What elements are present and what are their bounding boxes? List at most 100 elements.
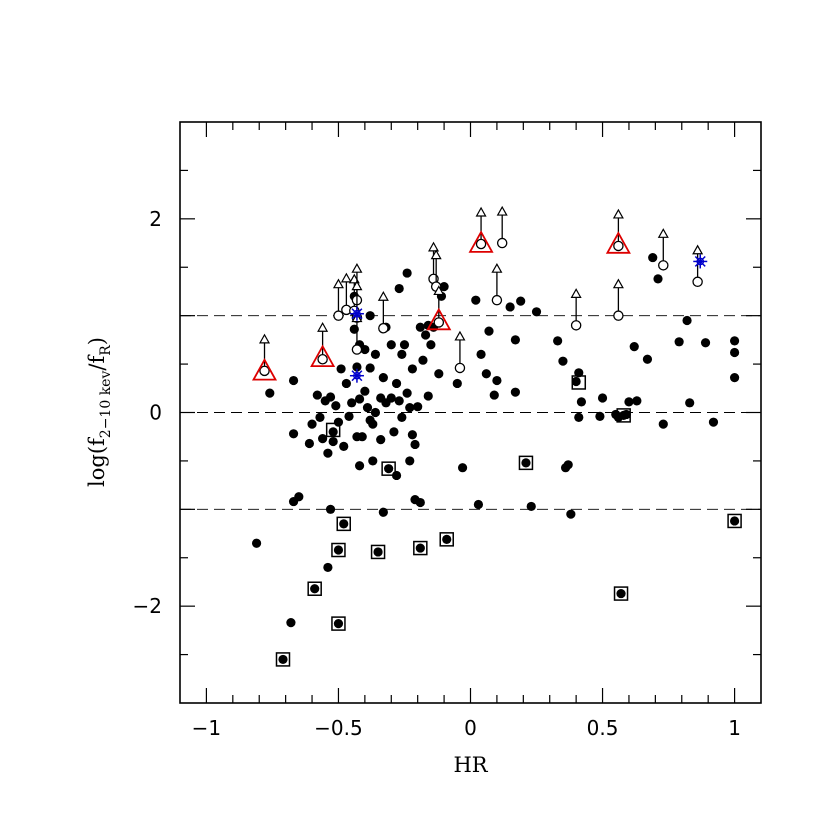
data-point [632,396,642,406]
data-point [407,430,417,440]
red-triangle-marker [251,358,278,381]
data-point [333,417,344,427]
limit-circle [613,310,624,321]
data-point [354,394,365,404]
square-marker [518,455,534,471]
data-point [325,504,336,514]
limit-arrow-head [351,280,363,291]
data-point [365,311,375,321]
x-tick-label: 1 [728,716,741,740]
data-point [344,411,354,421]
data-point [294,492,304,502]
data-point [391,470,402,481]
data-point [328,427,338,437]
data-point [574,368,584,378]
data-point [352,362,362,372]
star-ray [694,255,706,267]
limit-arrow-head [692,244,704,255]
data-markers [251,205,742,667]
limit-circle [491,294,503,306]
limit-arrow-head [377,291,389,301]
data-point [315,412,325,422]
square-marker [275,652,291,667]
limit-arrow-head [430,249,442,260]
data-point [362,403,373,413]
data-point [370,349,381,359]
data-point [413,402,423,412]
data-point [700,338,711,348]
data-point [368,456,378,466]
star-ray [351,308,363,320]
data-point [574,412,584,422]
data-point [708,417,719,427]
limit-arrow-head [570,288,582,298]
data-point [399,340,410,350]
data-point [423,391,433,401]
data-point [729,373,740,383]
data-point [642,354,653,364]
limit-arrow-head [612,278,624,289]
data-point [397,349,407,359]
data-point [365,363,375,373]
data-point [386,340,396,350]
lower-limit-marker [332,278,344,321]
red-triangle-marker [605,231,631,254]
data-point [489,390,499,400]
data-point [386,393,396,403]
data-point [339,441,349,451]
lower-limit-marker [433,285,445,328]
data-point [516,296,526,306]
limit-arrow-head [258,333,271,344]
data-point [658,419,668,429]
limit-circle [351,344,363,355]
x-tick-label: −1 [192,716,221,740]
blue-star-marker [693,254,708,269]
data-point [347,398,357,408]
data-point [378,373,388,383]
data-point [526,501,536,512]
lower-limit-marker [340,272,352,316]
lower-limit-marker [258,333,271,377]
data-point [595,411,605,421]
data-point [510,335,520,345]
data-point [378,507,388,517]
data-point [510,387,520,397]
data-point [418,355,428,365]
limit-arrow-head [433,285,445,296]
data-point [621,409,631,420]
limit-circle [317,353,328,365]
data-point [576,397,587,407]
y-axis-title: log(f2−10 kev/fR) [85,337,114,487]
data-point [457,463,468,473]
reference-lines [180,315,761,510]
limit-arrow-head [332,278,344,289]
square-marker [325,422,341,438]
data-point [265,388,275,398]
square-marker [370,544,386,560]
x-tick-label: 0 [464,716,477,740]
data-point [729,347,740,358]
limit-circle [658,260,669,271]
data-point [553,336,563,346]
data-point [354,461,365,471]
lower-limit-marker [475,206,487,250]
data-point [481,369,491,379]
limit-circle [496,237,508,249]
star-ray [351,370,363,382]
limit-circle [333,310,344,321]
data-point [310,584,320,594]
square-marker [336,516,351,532]
lower-limit-marker [377,291,389,334]
y-tick-label: −2 [133,594,162,618]
limit-arrow-head [612,208,624,219]
data-point [648,252,658,263]
data-point [312,390,322,400]
lower-limit-marker [491,262,503,306]
lower-limit-marker [454,330,466,374]
data-point [531,307,542,317]
y-tick-label: 2 [149,207,162,231]
square-marker [613,586,629,601]
axis-ticks [180,122,761,703]
limit-circle [378,323,389,334]
